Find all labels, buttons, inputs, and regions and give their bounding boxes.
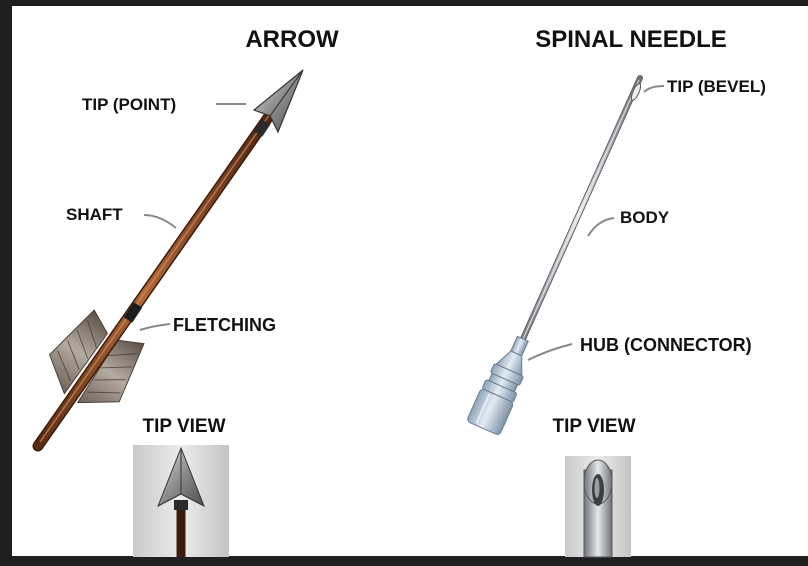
needle-tip-view-label: TIP VIEW (552, 416, 635, 437)
needle-body-label: BODY (620, 208, 670, 227)
arrow-tip-view-label: TIP VIEW (142, 416, 225, 437)
arrow-fletching-label: FLETCHING (173, 315, 276, 335)
needle-title: SPINAL NEEDLE (535, 26, 727, 53)
arrow-tip-view-inset (133, 445, 229, 557)
needle-tip-view-inset (565, 456, 631, 557)
needle-tip-label: TIP (BEVEL) (667, 77, 766, 96)
arrow-tip-label: TIP (POINT) (82, 95, 176, 114)
needle-hub-label: HUB (CONNECTOR) (580, 335, 752, 355)
arrow-title: ARROW (245, 26, 339, 53)
arrow-shaft-label: SHAFT (66, 205, 123, 224)
